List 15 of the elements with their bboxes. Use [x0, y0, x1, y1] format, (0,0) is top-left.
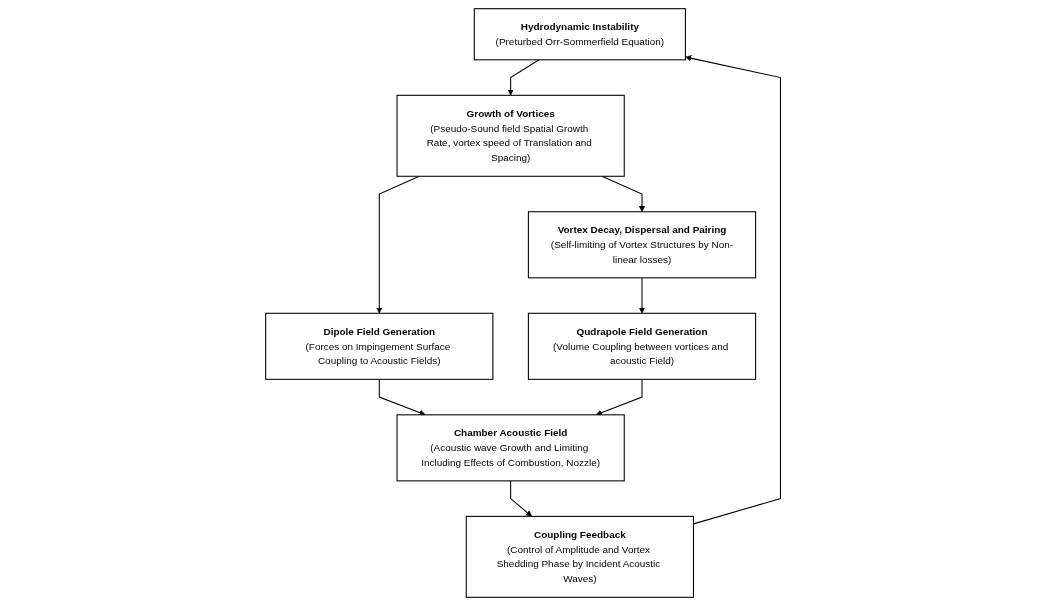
node-box: Hydrodynamic Instability (Preturbed Orr-Sommerfield Equation)	[473, 7, 686, 60]
arrow	[685, 54, 781, 524]
arrow	[510, 479, 532, 517]
arrow	[601, 175, 646, 212]
node-box: Growth of Vortices (Pseudo-Sound field Spatial Growth Rate, vortex speed of Translation and Spacing)	[396, 94, 625, 177]
node-box: Vortex Decay, Dispersal and Pairing (Self-limiting of Vortex Structures by Non-linear losses)	[527, 210, 757, 278]
arrow	[595, 378, 643, 416]
arrow	[507, 58, 540, 96]
node-box: Coupling Feedback (Control of Amplitude and Vortex Shedding Phase by Incident Acoustic Waves)	[465, 515, 694, 598]
node-box: Dipole Field Generation (Forces on Impingement Surface Coupling to Acoustic Fields)	[265, 312, 494, 380]
arrow	[376, 175, 420, 314]
arrow	[378, 378, 426, 416]
node-box: Chamber Acoustic Field (Acoustic wave Growth and Limiting Including Effects of Combustion, Nozzle)	[396, 413, 625, 481]
node-box: Qudrapole Field Generation (Volume Coupling between vortices and acoustic Field)	[527, 312, 757, 380]
arrow	[638, 276, 646, 314]
